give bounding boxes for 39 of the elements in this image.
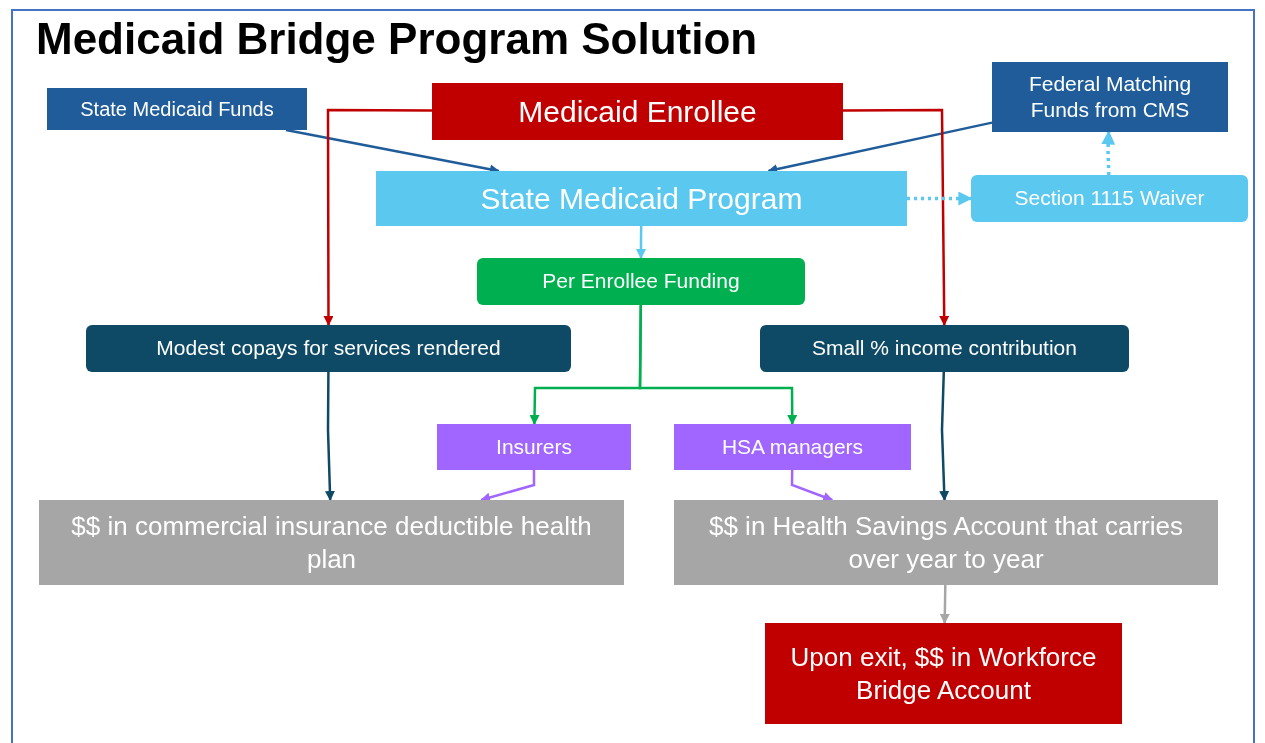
arrow xyxy=(1101,130,1116,176)
arrow xyxy=(636,226,646,259)
arrow xyxy=(324,372,335,501)
box-label: $$ in commercial insurance deductible health plan xyxy=(70,510,593,575)
process-box xyxy=(376,171,907,226)
process-box xyxy=(674,424,911,470)
process-box xyxy=(674,500,1218,585)
box-label: Per Enrollee Funding xyxy=(542,268,740,295)
box-label: State Medicaid Program xyxy=(480,180,803,217)
arrow xyxy=(790,470,834,502)
arrow xyxy=(638,305,798,425)
arrow xyxy=(843,108,950,326)
box-label: Insurers xyxy=(496,433,572,460)
arrow xyxy=(939,371,950,501)
diagram-title: Medicaid Bridge Program Solution xyxy=(36,14,758,64)
box-label: HSA managers xyxy=(721,433,864,460)
process-box xyxy=(992,62,1228,132)
box-label: Small % income contribution xyxy=(812,335,1077,362)
process-box xyxy=(39,500,624,585)
process-box xyxy=(47,88,307,130)
arrow xyxy=(323,108,432,326)
box-label: State Medicaid Funds xyxy=(80,96,274,122)
process-box xyxy=(765,623,1122,724)
process-box xyxy=(760,325,1129,372)
box-label: Federal Matching Funds from CMS xyxy=(1027,70,1193,123)
process-box xyxy=(477,258,805,305)
process-box xyxy=(437,424,631,470)
process-box xyxy=(971,175,1248,222)
box-label: Section 1115 Waiver xyxy=(1014,185,1205,212)
arrow xyxy=(939,585,950,624)
process-box xyxy=(86,325,571,372)
box-label: Modest copays for services rendered xyxy=(156,335,501,362)
box-label: Upon exit, $$ in Workforce Bridge Account xyxy=(789,641,1098,706)
box-label: Medicaid Enrollee xyxy=(518,93,757,130)
box-label: $$ in Health Savings Account that carries over year to year xyxy=(707,510,1184,575)
process-box xyxy=(432,83,843,140)
arrow xyxy=(767,121,993,174)
arrow xyxy=(480,470,536,503)
arrow xyxy=(907,191,973,206)
